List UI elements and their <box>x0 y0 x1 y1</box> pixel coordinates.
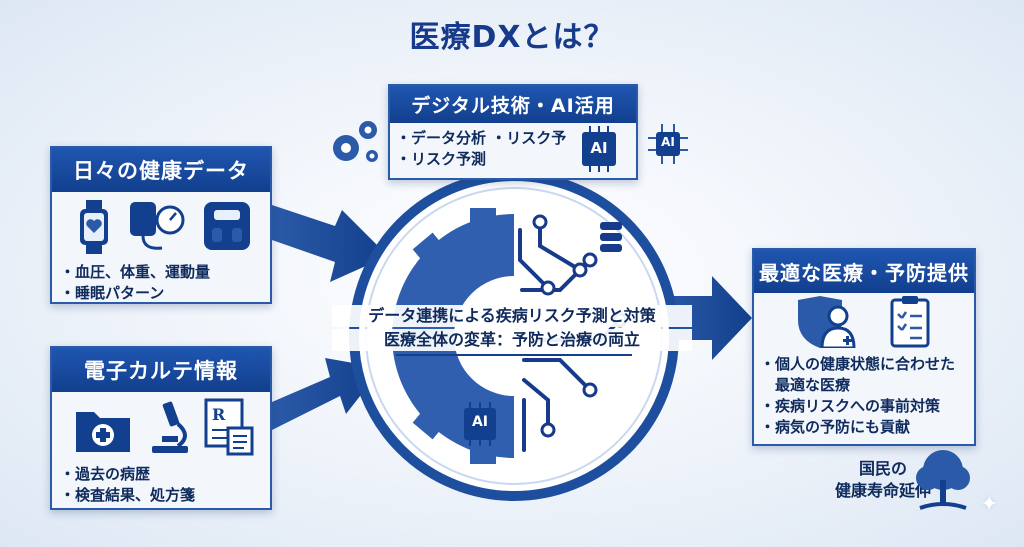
tree-icon <box>916 450 970 510</box>
panel-tech-list: データ分析 ・リスク予 リスク予測 <box>396 128 566 170</box>
ai-chip-label: AI <box>471 414 489 430</box>
panel-tech-heading: デジタル技術・AI活用 <box>390 86 636 123</box>
list-item-continuation: 最適な医療 <box>760 375 955 396</box>
page-title: 医療DXとは？ <box>409 20 615 55</box>
panel-optimal-list: 個人の健康状態に合わせた 最適な医療 疾病リスクへの事前対策 病気の予防にも貢献 <box>760 354 955 438</box>
list-item: 血圧、体重、運動量 <box>60 262 210 283</box>
panel-optimal-heading: 最適な医療・予防提供 <box>754 250 974 293</box>
arrow-daily-to-center <box>272 205 388 282</box>
ai-chip-label: AI <box>590 139 608 157</box>
list-item: 検査結果、処方箋 <box>60 485 195 506</box>
panel-optimal: 最適な医療・予防提供 個人の健康状態に合わせた 最適な医療 疾病リスクへの事前対… <box>752 248 976 446</box>
medical-folder-icon <box>76 412 130 452</box>
sparkle-icon: ✦ <box>980 492 999 517</box>
panel-tech: デジタル技術・AI活用 データ分析 ・リスク予 リスク予測 AI <box>388 84 638 180</box>
result-line2: 健康寿命延伸 <box>834 481 931 500</box>
panel-daily-list: 血圧、体重、運動量 睡眠パターン <box>60 262 210 304</box>
smartwatch-icon <box>80 200 108 254</box>
center-text-line2: 医療全体の変革：予防と治療の両立 <box>332 329 692 351</box>
gears-icon <box>333 121 378 162</box>
list-item: 個人の健康状態に合わせた <box>760 354 955 375</box>
list-item-continuation-text: 最適な医療 <box>775 376 851 394</box>
ai-chip-icon <box>582 126 616 172</box>
list-item: リスク予測 <box>396 149 566 170</box>
panel-daily-heading: 日々の健康データ <box>52 148 270 192</box>
database-icon <box>600 222 622 252</box>
list-item: 病気の予防にも貢献 <box>760 417 955 438</box>
panel-ehr-heading: 電子カルテ情報 <box>52 348 270 392</box>
list-item: 過去の病歴 <box>60 464 195 485</box>
list-item: データ分析 ・リスク予 <box>396 128 566 149</box>
microscope-icon <box>152 401 188 453</box>
scale-icon <box>204 202 250 250</box>
result-text: 国民の 健康寿命延伸 <box>828 458 938 502</box>
doctor-shield-icon <box>798 296 856 348</box>
panel-ehr-list: 過去の病歴 検査結果、処方箋 <box>60 464 195 506</box>
panel-daily: 日々の健康データ 血圧、体重、運動量 睡眠パターン <box>50 146 272 304</box>
panel-ehr: 電子カルテ情報 R 過去の病歴 検査結果、処方箋 <box>50 346 272 510</box>
svg-text:R: R <box>212 405 226 424</box>
ai-chip-icon <box>464 402 496 446</box>
center-text-line1: データ連携による疾病リスク予測と対策 <box>332 305 692 327</box>
blood-pressure-icon <box>130 202 185 250</box>
list-item: 疾病リスクへの事前対策 <box>760 396 955 417</box>
center-divider <box>396 354 632 356</box>
list-item: 睡眠パターン <box>60 283 210 304</box>
result-line1: 国民の <box>858 459 907 478</box>
ai-circuit-icon <box>648 124 688 164</box>
ai-circuit-label: AI <box>661 135 675 149</box>
clipboard-checklist-icon <box>890 296 930 348</box>
prescription-icon: R <box>204 398 254 456</box>
